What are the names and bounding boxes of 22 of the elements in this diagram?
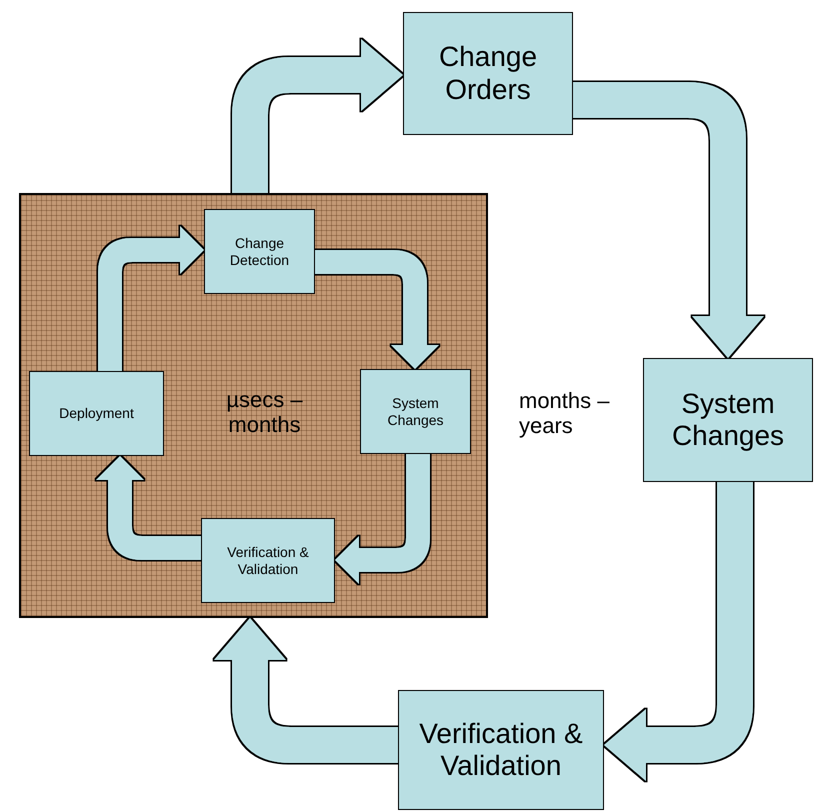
process-box: [204, 209, 315, 294]
process-box: [403, 12, 573, 135]
node-label: System Changes: [670, 388, 786, 452]
duration-label: months – years: [519, 388, 610, 439]
process-box: [643, 358, 813, 482]
node-label: Deployment: [58, 405, 135, 422]
curved-block-arrow: [335, 454, 430, 584]
curved-block-arrow: [98, 226, 204, 371]
curved-block-arrow: [604, 482, 753, 781]
curved-block-arrow: [315, 250, 439, 369]
process-box: [360, 369, 471, 454]
process-box: [29, 371, 164, 456]
textured-panel: [19, 193, 488, 618]
curved-block-arrow: [96, 456, 201, 560]
node-label: Verification & Validation: [418, 718, 584, 782]
process-box: [201, 518, 335, 603]
process-box: [398, 690, 604, 810]
node-label: Change Detection: [228, 235, 290, 268]
node-label: Change Orders: [438, 41, 538, 106]
node-label: Verification & Validation: [226, 544, 310, 577]
node-label: System Changes: [386, 395, 445, 428]
node-label: µsecs – months: [225, 387, 304, 438]
